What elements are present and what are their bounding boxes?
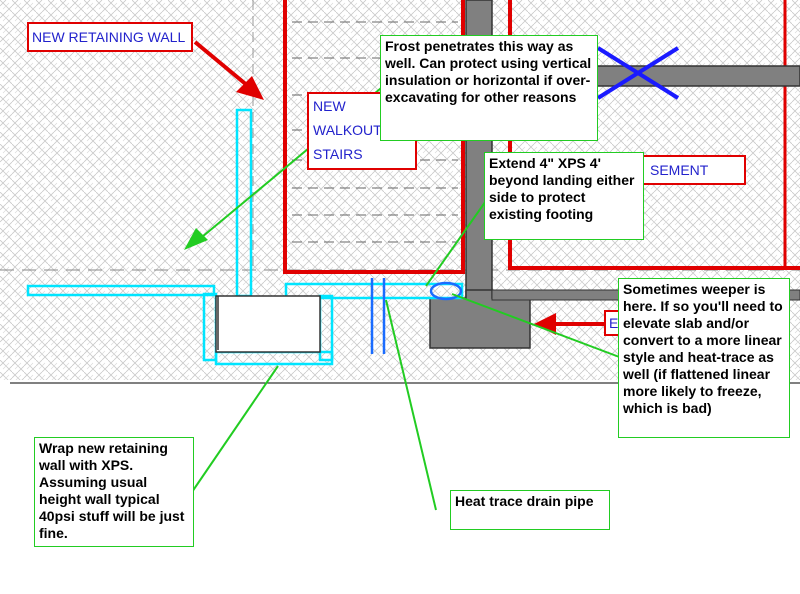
stair-landing-wall xyxy=(215,295,321,353)
extend-xps-callout: Extend 4" XPS 4' beyond landing either s… xyxy=(484,152,644,240)
frost-arrowhead-icon xyxy=(184,228,208,250)
exterior-arrow-icon xyxy=(534,313,608,335)
weeper-pipe-icon xyxy=(429,281,463,301)
basement-label: SEMENT xyxy=(640,155,746,185)
weeper-callout: Sometimes weeper is here. If so you'll n… xyxy=(618,278,790,438)
wrap-wall-callout: Wrap new retaining wall with XPS. Assumi… xyxy=(34,437,194,547)
new-retaining-wall-label: NEW RETAINING WALL xyxy=(27,22,193,52)
retaining-wall-arrow-icon xyxy=(193,40,264,100)
heat-trace-callout: Heat trace drain pipe xyxy=(450,490,610,530)
x-mark-icon xyxy=(596,46,680,100)
heat-trace-pipe xyxy=(370,278,386,354)
frost-callout: Frost penetrates this way as well. Can p… xyxy=(380,35,598,141)
